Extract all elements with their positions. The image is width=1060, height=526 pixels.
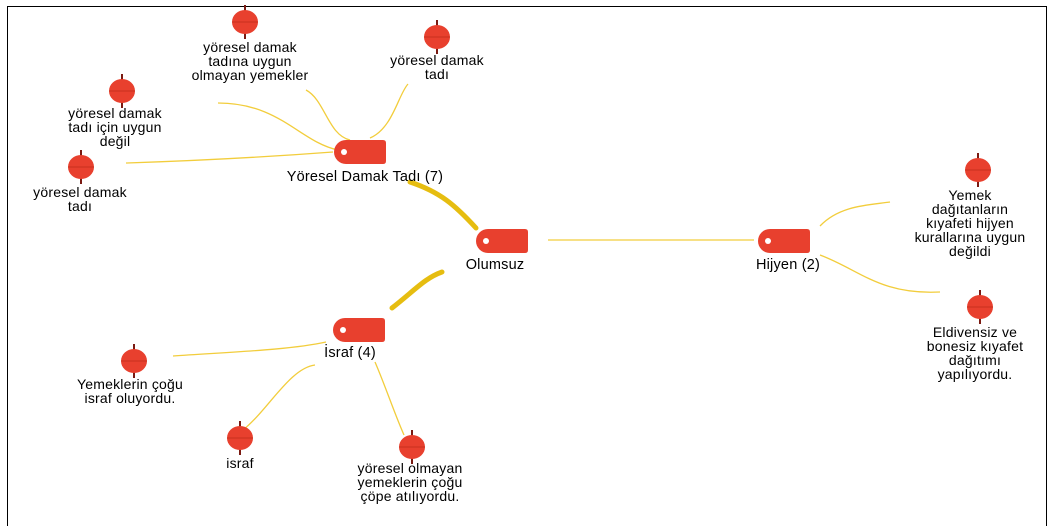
quote-label-q4[interactable]: yöresel damak tadı (33, 184, 127, 214)
quote-node-q1[interactable] (232, 5, 258, 39)
quote-label-q9[interactable]: Eldivensiz ve bonesiz kıyafet dağıtımı y… (926, 324, 1024, 382)
code-label-hijyen[interactable]: Hijyen (2) (755, 257, 821, 273)
link-q6 (242, 364, 316, 431)
link-q5 (172, 341, 327, 357)
code-node-hijyen[interactable] (758, 229, 810, 253)
quote-node-q6[interactable] (227, 421, 253, 455)
link-yoresel-central (407, 179, 479, 231)
quote-label-q6[interactable]: israf (226, 455, 254, 471)
quote-node-q5[interactable] (121, 344, 147, 378)
network-diagram (68, 5, 993, 464)
link-layer (125, 83, 941, 436)
quote-label-q2[interactable]: yöresel damak tadı (390, 52, 484, 82)
link-q3 (217, 102, 339, 151)
quote-node-q3[interactable] (109, 74, 135, 108)
quote-label-q8[interactable]: Yemek dağıtanların kıyafeti hijyen kural… (914, 187, 1026, 259)
code-label-yoresel[interactable]: Yöresel Damak Tadı (7) (286, 169, 444, 185)
code-label-israf[interactable]: İsraf (4) (324, 345, 376, 361)
quote-node-q9[interactable] (967, 290, 993, 324)
link-q7 (374, 361, 405, 436)
quote-label-q5[interactable]: Yemeklerin çoğu israf oluyordu. (77, 376, 183, 406)
central-label[interactable]: Olumsuz (465, 257, 525, 273)
code-node-yoresel[interactable] (334, 140, 386, 164)
node-layer (68, 5, 993, 464)
quote-label-q7[interactable]: yöresel olmayan yemeklerin çoğu çöpe atı… (357, 460, 463, 504)
link-q2 (369, 83, 409, 139)
quote-label-q3[interactable]: yöresel damak tadı için uygun değil (68, 105, 162, 149)
quote-label-q1[interactable]: yöresel damak tadına uygun olmayan yemek… (191, 39, 309, 83)
link-q1 (305, 89, 351, 141)
quote-node-q4[interactable] (68, 150, 94, 184)
quote-node-q7[interactable] (399, 430, 425, 464)
link-israf-central (389, 269, 445, 311)
quote-node-q8[interactable] (965, 153, 991, 187)
canvas-frame (7, 6, 1047, 526)
central-node[interactable] (476, 229, 528, 253)
link-q9 (819, 254, 941, 293)
link-q8 (819, 201, 891, 227)
link-q4 (125, 151, 334, 164)
quote-node-q2[interactable] (424, 20, 450, 54)
code-node-israf[interactable] (333, 318, 385, 342)
